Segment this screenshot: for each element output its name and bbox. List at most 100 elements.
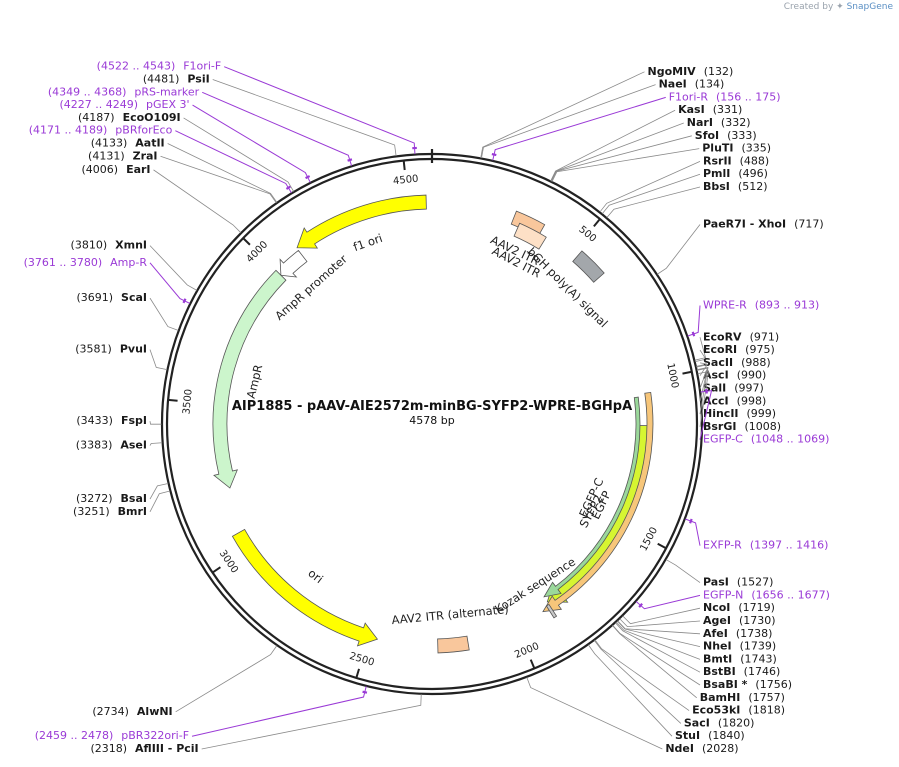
leader-line [601,173,701,215]
leader-line [612,625,697,699]
site-afliii-pcii[interactable]: (2318)AflIII - PciI [90,694,422,755]
site-name: AccI [703,394,729,407]
site-ecorv[interactable]: EcoRV(971) [694,330,779,361]
tick-mark [355,668,360,679]
feature-shape[interactable] [212,269,287,489]
site-name: NheI [703,640,732,653]
site-sacii[interactable]: SacII(988) [696,356,771,369]
site-position: (1397 .. 1416) [750,539,829,552]
leader-line [551,135,692,182]
site-position: (1820) [718,716,755,729]
site-label: Eco53kI(1818) [692,704,785,717]
site-nhei[interactable]: NheI (1739) [617,620,777,653]
site-label: SfoI(333) [695,129,757,142]
site-pmli[interactable]: PmlI(496) [601,167,768,215]
primer-pbr322ori-f[interactable]: (2459 .. 2478)pBR322ori-F [35,686,368,742]
site-aatii[interactable]: (4133)AatII [91,137,278,203]
site-pvui[interactable]: (3581)PvuI [75,343,168,371]
site-psii[interactable]: (4481)PsiI [143,73,397,156]
leader-line [665,559,701,583]
tick-500: 500 [576,218,601,245]
site-bbsi[interactable]: BbsI(512) [606,180,768,218]
site-rsrii[interactable]: RsrII (488) [599,154,770,213]
feature-shape[interactable] [279,249,308,278]
feature-ampr-promoter[interactable]: AmpR promoter [272,249,350,323]
site-eco53ki[interactable]: Eco53kI(1818) [594,639,785,717]
feature-shape[interactable] [513,222,547,250]
site-name: NaeI [659,78,687,91]
site-ecoo109i[interactable]: (4187)EcoO109I [78,111,295,192]
site-fspi[interactable]: (3433)FspI [76,414,162,427]
site-agei[interactable]: AgeI(1730) [619,614,776,628]
site-position: (3272) [76,492,113,505]
primer-mark [347,158,353,162]
site-asci[interactable]: AscI(990) [696,364,766,382]
site-position: (717) [794,217,824,230]
feature-ampr[interactable]: AmpR [212,269,287,489]
site-label: EcoRV(971) [703,330,779,343]
site-pasi[interactable]: PasI(1527) [665,559,773,589]
site-name: RsrII [703,154,732,167]
site-alwni[interactable]: (2734)AlwNI [92,645,278,718]
feature-shape[interactable] [543,396,641,598]
site-label: EcoRI(975) [703,343,775,356]
site-name: BamHI [700,691,741,704]
feature-shape[interactable] [572,250,605,283]
site-stui[interactable]: StuI(1840) [588,644,745,742]
feature-shape[interactable] [296,194,427,249]
snapgene-credit: Created by ✦ SnapGene [784,2,893,12]
site-ndei[interactable]: NdeI(2028) [526,677,739,755]
site-position: (1739) [740,640,777,653]
feature-bgh-poly-a-signal[interactable]: bGH poly(A) signal [525,245,611,331]
site-ecori[interactable]: EcoRI(975) [695,343,775,363]
site-label: AgeI(1730) [703,614,776,627]
site-saci[interactable]: SacI(1820) [594,640,754,729]
site-paer7i-xhoi[interactable]: PaeR7I - XhoI(717) [657,217,824,275]
primer-egfp-c[interactable]: EGFP-C(1048 .. 1069) [699,388,829,446]
leader-line [699,390,713,440]
site-label: (3761 .. 3780)Amp-R [24,256,148,269]
site-bstbi[interactable]: BstBI(1746) [615,622,780,678]
feature-f1-ori[interactable]: f1 ori [296,194,427,254]
primer-pgex-3[interactable]: (4227 .. 4249)pGEX 3' [59,98,311,183]
site-bmti[interactable]: BmtI(1743) [615,621,777,665]
site-ngomiv[interactable]: NgoMIV(132) [480,65,734,158]
site-position: (488) [740,154,770,167]
feature-aav2-itr-alternate[interactable]: AAV2 ITR (alternate) [391,602,509,654]
site-bamhi[interactable]: BamHI(1757) [612,625,785,704]
site-asei[interactable]: (3383)AseI [76,439,163,452]
site-eari[interactable]: (4006)EarI [81,163,242,233]
site-label: EXFP-R(1397 .. 1416) [703,539,828,552]
site-label: (4187)EcoO109I [78,111,181,124]
primer-f1ori-r[interactable]: F1ori-R(156 .. 175) [491,90,781,161]
site-naei[interactable]: NaeI(134) [481,78,724,159]
snapgene-logo-icon: ✦ [836,2,844,12]
leader-line [551,148,700,182]
feature-shape[interactable] [231,528,379,647]
primer-exfp-r[interactable]: EXFP-R(1397 .. 1416) [685,518,828,552]
primer-pbrforeco[interactable]: (4171 .. 4189)pBRforEco [29,124,292,194]
primer-wpre-r[interactable]: WPRE-R(893 .. 913) [687,298,820,337]
site-zrai[interactable]: (4131)ZraI [88,149,277,204]
leader-line [191,686,367,737]
primer-amp-r[interactable]: (3761 .. 3780)Amp-R [24,256,191,304]
primer-egfp-n[interactable]: EGFP-N(1656 .. 1677) [635,588,830,610]
site-hincii[interactable]: HincII(999) [697,367,776,420]
site-pluti[interactable]: PluTI(335) [551,142,771,182]
site-name: BmtI [703,652,732,665]
feature-label: f1 ori [351,231,384,254]
tick-4000: 4000 [242,237,270,265]
site-ncoi[interactable]: NcoI(1719) [622,601,775,625]
feature-shape[interactable] [545,603,558,619]
site-scai[interactable]: (3691)ScaI [76,291,179,331]
site-bsrgi[interactable]: BsrGI(1008) [697,371,781,433]
site-bsai[interactable]: (3272)BsaI [76,483,169,505]
site-xmni[interactable]: (3810)XmnI [71,239,198,291]
feature-shape[interactable] [437,635,470,654]
site-bmri[interactable]: (3251)BmrI [73,490,171,518]
feature-shape[interactable] [542,391,654,613]
site-name: Amp-R [110,256,147,269]
primer-f1ori-f[interactable]: (4522 .. 4543)F1ori-F [97,60,417,155]
primer-prs-marker[interactable]: (4349 .. 4368)pRS-marker [48,85,353,166]
site-sfoi[interactable]: SfoI(333) [551,129,757,182]
